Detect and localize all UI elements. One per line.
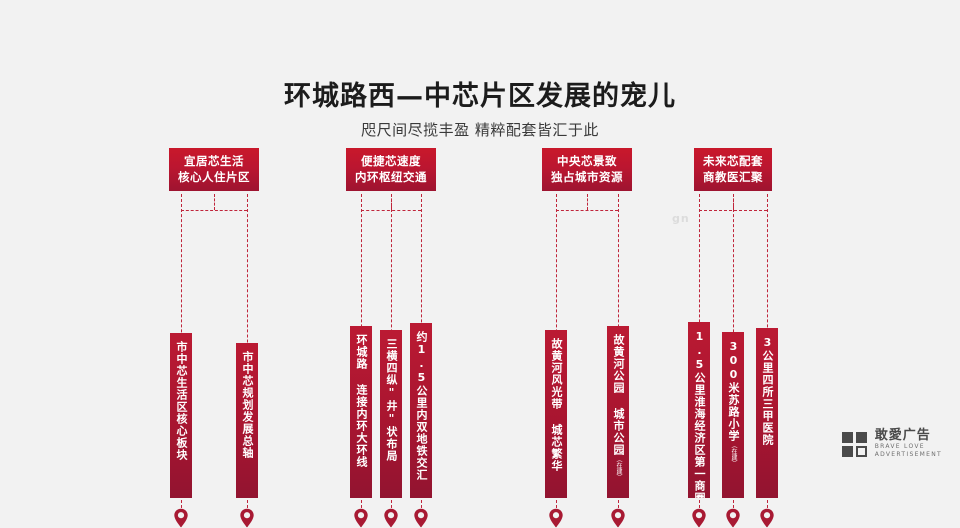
- map-pin-icon[interactable]: [692, 508, 707, 528]
- feature-bar[interactable]: 市中芯生活区核心板块: [170, 333, 192, 498]
- map-pin-icon[interactable]: [384, 508, 399, 528]
- feature-bar[interactable]: 三横四纵"井"状布局: [380, 330, 402, 498]
- group-rail: [181, 210, 247, 211]
- page-title: 环城路西—中芯片区发展的宠儿: [284, 81, 676, 112]
- feature-bar[interactable]: 1.5公里淮海经济区第一商圈: [688, 322, 710, 498]
- logo-name-cn: 敢愛广告: [874, 428, 931, 443]
- feature-bar-label: 市中芯生活区核心板块: [175, 341, 188, 461]
- group-header-4[interactable]: 未来芯配套商教医汇聚: [694, 148, 772, 191]
- feature-bar-label: 故黄河公园 城市公园: [612, 334, 625, 456]
- logo-square-1: [841, 431, 853, 443]
- group-header-line1: 未来芯配套: [703, 154, 763, 168]
- feature-bar-label: 3公里四所三甲医院: [761, 336, 774, 446]
- watermark-text: gn: [672, 212, 690, 225]
- logo-square-3: [841, 445, 853, 457]
- group-header-line1: 宜居芯生活: [184, 154, 244, 168]
- feature-bar-label: 约1.5公里内双地铁交汇: [415, 331, 428, 481]
- brand-logo: 敢愛广告 BRAVE LOVE ADVERTISEMENT: [841, 429, 942, 459]
- group-header-line2: 独占城市资源: [551, 170, 623, 184]
- group-header-line2: 内环枢纽交通: [355, 170, 427, 184]
- map-pin-icon[interactable]: [174, 508, 189, 528]
- feature-bar-label: 故黄河风光带 城芯繁华: [550, 338, 563, 472]
- feature-bar-note: （在建）: [615, 456, 622, 480]
- logo-name-en-line1: BRAVE LOVE: [874, 443, 925, 450]
- feature-bar[interactable]: 3公里四所三甲医院: [756, 328, 778, 498]
- group-header-line2: 核心人住片区: [178, 170, 250, 184]
- map-pin-icon[interactable]: [549, 508, 564, 528]
- map-pin-icon[interactable]: [414, 508, 429, 528]
- feature-bar-label: 1.5公里淮海经济区第一商圈: [693, 330, 706, 498]
- feature-bar-label: 市中芯规划发展总轴: [241, 351, 254, 459]
- poster-canvas: 环城路西—中芯片区发展的宠儿 咫尺间尽揽丰盈 精粹配套皆汇于此 gn 宜居芯生活…: [0, 82, 960, 528]
- group-header-line2: 商教医汇聚: [703, 170, 763, 184]
- feature-bar[interactable]: 环城路 连接内环大环线: [350, 326, 372, 498]
- feature-bar-label: 三横四纵"井"状布局: [385, 338, 398, 462]
- map-pin-icon[interactable]: [726, 508, 741, 528]
- group-spine: [214, 194, 215, 210]
- feature-bar[interactable]: 故黄河公园 城市公园（在建）: [607, 326, 629, 498]
- logo-squares-icon: [841, 431, 867, 457]
- logo-name-en-line2: ADVERTISEMENT: [874, 451, 942, 458]
- group-spine: [587, 194, 588, 210]
- feature-bar-label: 300米苏路小学: [727, 340, 740, 442]
- page-subtitle: 咫尺间尽揽丰盈 精粹配套皆汇于此: [361, 120, 599, 139]
- feature-bar-note: （在建）: [730, 442, 737, 466]
- feature-bar[interactable]: 约1.5公里内双地铁交汇: [410, 323, 432, 498]
- feature-bar[interactable]: 300米苏路小学（在建）: [722, 332, 744, 498]
- group-header-2[interactable]: 便捷芯速度内环枢纽交通: [346, 148, 436, 191]
- feature-bar[interactable]: 市中芯规划发展总轴: [236, 343, 258, 498]
- feature-bar[interactable]: 故黄河风光带 城芯繁华: [545, 330, 567, 498]
- logo-text-block: 敢愛广告 BRAVE LOVE ADVERTISEMENT: [875, 429, 942, 459]
- logo-square-2: [855, 431, 867, 443]
- group-header-line1: 便捷芯速度: [361, 154, 421, 168]
- group-header-3[interactable]: 中央芯景致独占城市资源: [542, 148, 632, 191]
- map-pin-icon[interactable]: [760, 508, 775, 528]
- group-header-1[interactable]: 宜居芯生活核心人住片区: [169, 148, 259, 191]
- map-pin-icon[interactable]: [240, 508, 255, 528]
- group-rail: [556, 210, 618, 211]
- group-header-line1: 中央芯景致: [557, 154, 617, 168]
- title-block: 环城路西—中芯片区发展的宠儿 咫尺间尽揽丰盈 精粹配套皆汇于此: [0, 82, 960, 140]
- feature-bar-label: 环城路 连接内环大环线: [355, 334, 368, 468]
- map-pin-icon[interactable]: [611, 508, 626, 528]
- logo-square-4: [855, 445, 867, 457]
- map-pin-icon[interactable]: [354, 508, 369, 528]
